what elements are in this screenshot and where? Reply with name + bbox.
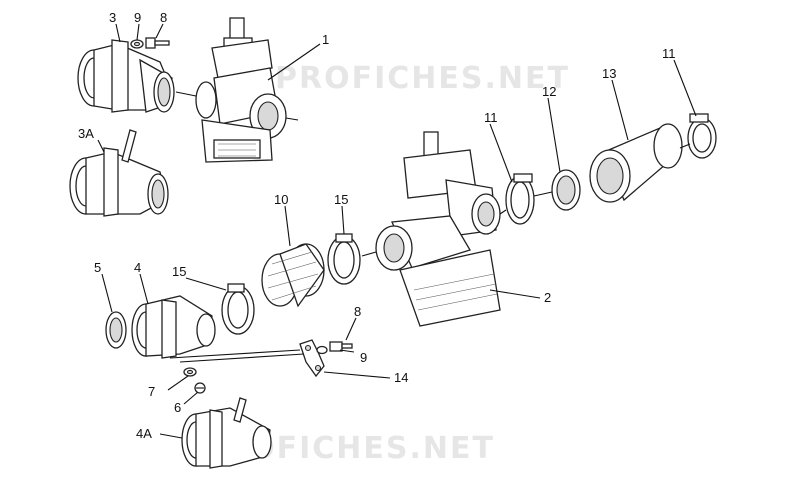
- watermark-top: PROFICHES.NET: [275, 61, 570, 96]
- part-7-washer-lower: [183, 367, 197, 377]
- leader-lines: [97, 23, 697, 439]
- part-8-bolt-lower: [329, 341, 353, 352]
- part-3A-intake-manifold-spigot: [69, 129, 169, 217]
- part-9-washer-top: [130, 39, 144, 49]
- callout-11-a: 11: [484, 110, 498, 125]
- callout-9-top: 9: [134, 10, 141, 25]
- callout-3A: 3A: [78, 126, 94, 141]
- part-11-hose-clamp-a: [505, 173, 535, 225]
- callout-3: 3: [109, 10, 116, 25]
- part-15-hose-clamp-a: [327, 233, 361, 285]
- part-4-intake-manifold-lower: [131, 295, 216, 359]
- callout-6: 6: [174, 400, 181, 415]
- callout-8-top: 8: [160, 10, 167, 25]
- callout-4A: 4A: [136, 426, 152, 441]
- callout-9-lower: 9: [360, 350, 367, 365]
- part-14-bracket: [299, 339, 325, 378]
- callout-8-lower: 8: [354, 304, 361, 319]
- part-13-air-sleeve: [589, 123, 683, 203]
- part-1-carburettor-small: [195, 17, 287, 163]
- part-2-carburettor-large: [375, 131, 501, 327]
- callout-15-b: 15: [172, 264, 186, 279]
- callout-12: 12: [542, 84, 556, 99]
- part-10-filter-element: [261, 243, 325, 308]
- callout-13: 13: [602, 66, 616, 81]
- part-12-sleeve-ring: [551, 169, 581, 211]
- callout-10: 10: [274, 192, 288, 207]
- callout-15-a: 15: [334, 192, 348, 207]
- callout-14: 14: [394, 370, 408, 385]
- part-8-bolt-top: [145, 37, 170, 49]
- part-9-washer-lower: [316, 345, 328, 355]
- callout-labels: 3 9 8 1 3A 11 12 13 11 10 15 5 4 15 2 8 …: [78, 10, 676, 441]
- callout-2: 2: [544, 290, 551, 305]
- callout-7: 7: [148, 384, 155, 399]
- part-11-hose-clamp-b: [687, 113, 717, 159]
- part-4A-intake-manifold-spigot-lower: [181, 397, 272, 469]
- part-6-screw: [194, 382, 206, 394]
- part-15-hose-clamp-b: [221, 283, 255, 335]
- callout-5: 5: [94, 260, 101, 275]
- callout-11-b: 11: [662, 46, 676, 61]
- part-5-gasket: [105, 311, 127, 349]
- callout-4: 4: [134, 260, 141, 275]
- callout-1: 1: [322, 32, 329, 47]
- part-3-intake-manifold: [77, 39, 175, 113]
